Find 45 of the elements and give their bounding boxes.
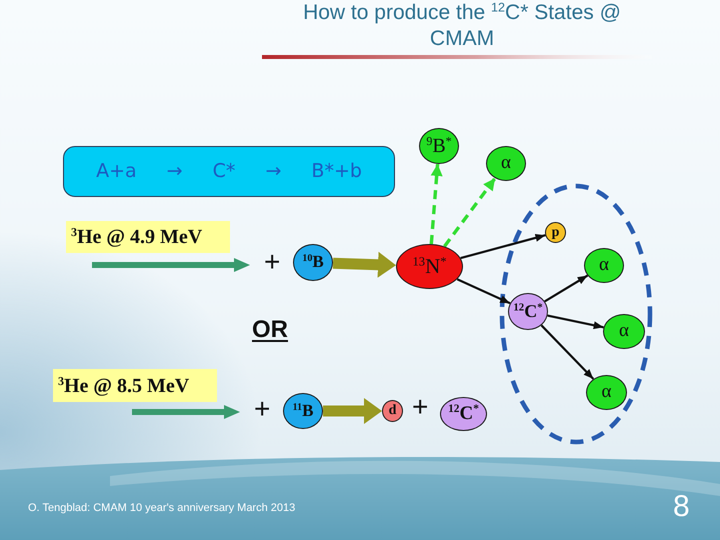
reaction-text: A+a → C* → B*+b — [96, 161, 362, 182]
particle-circle — [283, 393, 323, 429]
arrow — [544, 274, 588, 302]
particle-circle — [508, 293, 548, 330]
dashed-arrow — [430, 164, 443, 244]
particle-circle — [603, 314, 645, 349]
slide-title: How to produce the $^{12}$C* States @ CMAM — [302, 0, 622, 52]
particle-symbol: $^{13}$N$^{*}$ — [412, 254, 447, 278]
highlight-box — [53, 369, 217, 402]
highlight-box — [66, 221, 230, 253]
particle-symbol: α — [599, 255, 609, 276]
particle-symbol: α — [602, 382, 612, 403]
particle-circle — [584, 248, 624, 283]
arrow — [547, 314, 604, 330]
particle-symbol: $^{11}$B — [292, 402, 314, 420]
beam-energy-text: $^{3}$He @ 4.9 MeV — [71, 226, 202, 248]
particle-circle — [419, 128, 459, 164]
page-number: 8 — [673, 490, 690, 524]
particle-symbol: $^{12}$C$^{*}$ — [513, 302, 543, 322]
particle-circle — [586, 375, 627, 410]
particle-symbol: d — [388, 403, 396, 419]
plus-sign: + — [412, 391, 428, 424]
reaction-panel — [63, 146, 395, 197]
footer-text: O. Tengblad: CMAM 10 year's anniversary March 2013 — [28, 502, 296, 515]
particle-symbol: α — [619, 321, 629, 342]
particle-symbol: $^{10}$B — [302, 253, 324, 272]
particle-symbol: $^{12}$C$^{*}$ — [448, 404, 479, 424]
block-arrow — [332, 252, 396, 278]
particle-circle — [545, 222, 566, 243]
beam-energy-text: $^{3}$He @ 8.5 MeV — [58, 374, 190, 396]
particle-circle — [293, 244, 333, 281]
particle-ellipse — [396, 244, 463, 289]
arrow — [540, 324, 594, 380]
particle-circle — [382, 400, 403, 422]
dashed-arrow — [443, 177, 496, 248]
plus-sign: + — [254, 393, 270, 426]
particle-symbol: α — [501, 153, 511, 174]
particle-symbol: p — [552, 224, 560, 240]
or-text: OR — [252, 316, 288, 344]
arrow — [460, 234, 546, 260]
particle-circle — [486, 146, 526, 181]
block-arrow — [323, 398, 382, 424]
particle-symbol: $^{9}$B$^{*}$ — [426, 135, 452, 157]
particle-ellipse — [440, 397, 487, 431]
plus-sign: + — [264, 246, 280, 278]
